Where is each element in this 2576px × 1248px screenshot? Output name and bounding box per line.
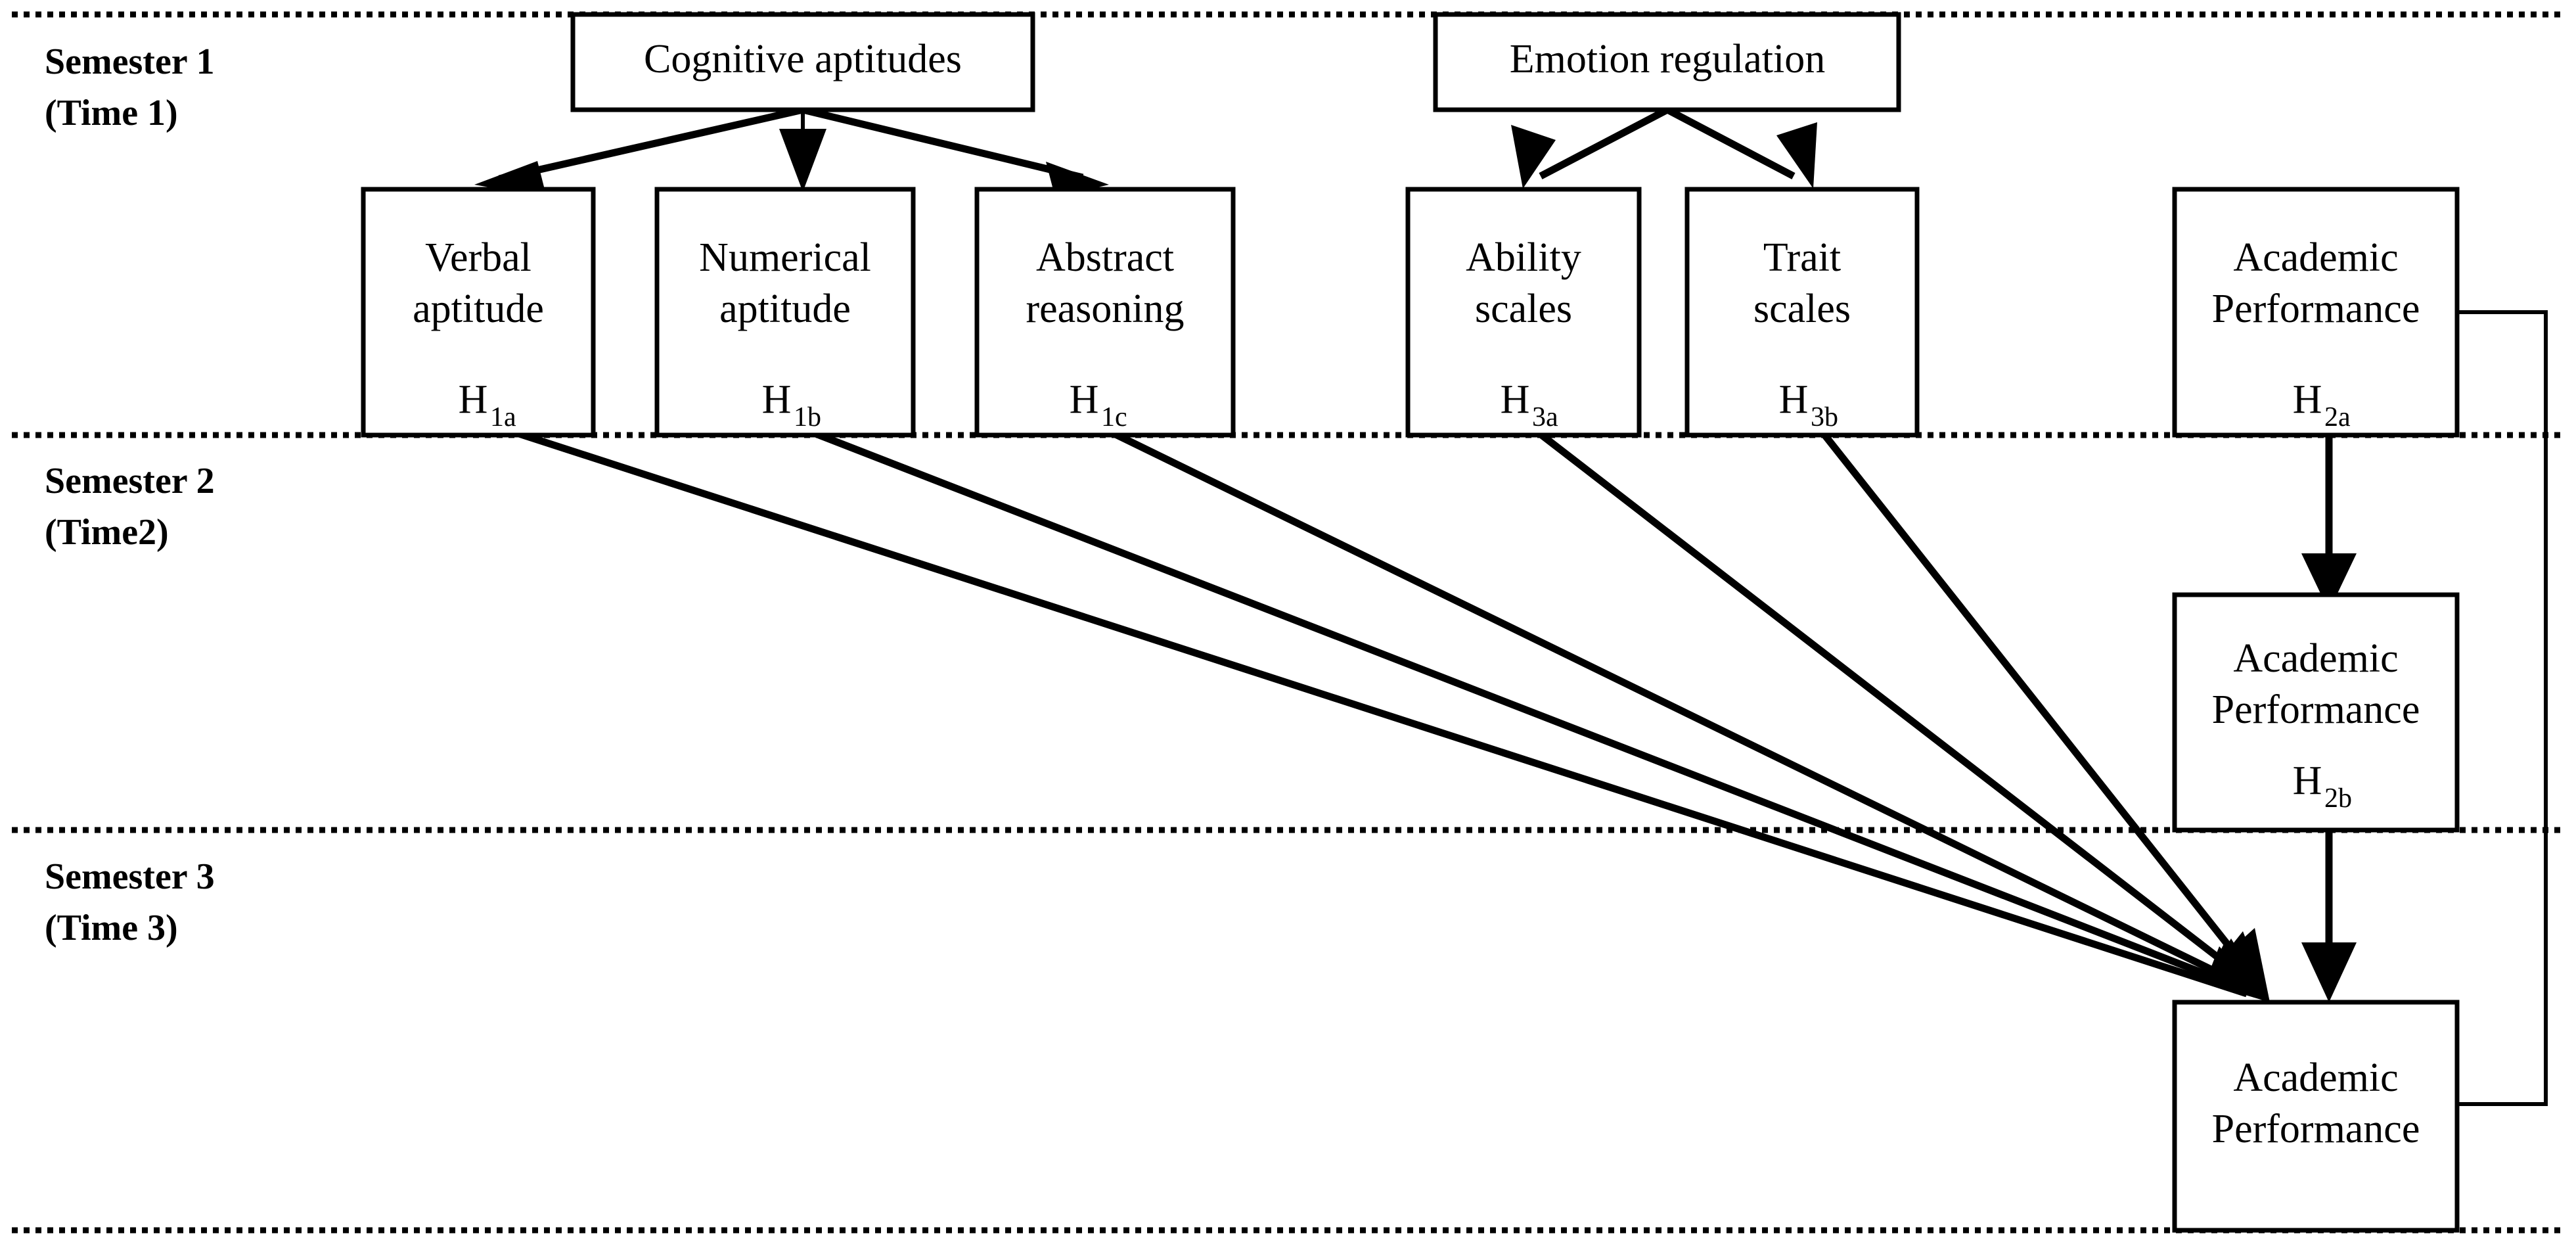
node-cognitive-aptitudes[interactable]: Cognitive aptitudes xyxy=(570,12,1035,112)
edge-cognitive-to-verbal xyxy=(474,106,804,197)
cognitive-aptitudes-label: Cognitive aptitudes xyxy=(644,37,962,81)
band-3-line2: (Time 3) xyxy=(45,908,178,948)
ap-t2-line1: Academic xyxy=(2233,636,2398,681)
edge-ap1-to-ap2 xyxy=(2301,421,2357,611)
edge-verbal-to-ap3 xyxy=(477,417,2270,1002)
band-2-line2: (Time2) xyxy=(45,512,169,553)
ap-t2-hyp-sub: 2b xyxy=(2324,783,2352,814)
edge-cognitive-to-abstract xyxy=(802,106,1109,197)
ability-scales-line2: scales xyxy=(1475,287,1572,331)
numerical-aptitude-line2: aptitude xyxy=(719,287,851,331)
edge-abstract-to-ap3 xyxy=(1085,417,2270,1002)
node-trait-scales[interactable]: Trait scales H 3b xyxy=(1684,187,1920,438)
ap-t3-line1: Academic xyxy=(2233,1055,2398,1100)
band-label-semester-3: Semester 3 (Time 3) xyxy=(45,856,215,948)
abstract-reasoning-hypothesis: H 1c xyxy=(1070,377,1127,432)
ap-t2-line2: Performance xyxy=(2212,687,2420,732)
node-numerical-aptitude[interactable]: Numerical aptitude H 1b xyxy=(654,187,916,438)
verbal-aptitude-hyp-sub: 1a xyxy=(490,402,516,432)
node-abstract-reasoning[interactable]: Abstract reasoning H 1c xyxy=(974,187,1236,438)
ap-t1-line1: Academic xyxy=(2233,235,2398,280)
node-academic-performance-t2[interactable]: Academic Performance H 2b xyxy=(2172,592,2460,833)
verbal-aptitude-hypothesis: H 1a xyxy=(459,377,516,432)
abstract-reasoning-hyp-sub: 1c xyxy=(1101,402,1127,432)
band-label-semester-1: Semester 1 (Time 1) xyxy=(45,41,215,133)
ability-scales-hyp-sub: 3a xyxy=(1532,402,1558,432)
numerical-aptitude-hypothesis: H 1b xyxy=(762,377,821,432)
trait-scales-line2: scales xyxy=(1753,287,1851,331)
trait-scales-hyp: H xyxy=(1779,377,1809,422)
numerical-aptitude-hyp-sub: 1b xyxy=(794,402,821,432)
abstract-reasoning-hyp: H xyxy=(1070,377,1099,422)
trait-scales-line1: Trait xyxy=(1763,235,1841,280)
ap-t1-hypothesis: H 2a xyxy=(2293,377,2351,432)
ability-scales-hyp: H xyxy=(1501,377,1530,422)
band-2-line1: Semester 2 xyxy=(45,461,215,501)
edge-cognitive-to-numerical xyxy=(779,110,826,192)
ap-t1-hyp: H xyxy=(2293,377,2322,422)
numerical-aptitude-line1: Numerical xyxy=(699,235,871,280)
edge-ability-to-ap3 xyxy=(1520,417,2270,1002)
band-1-line2: (Time 1) xyxy=(45,93,178,133)
band-label-semester-2: Semester 2 (Time2) xyxy=(45,461,215,553)
ability-scales-hypothesis: H 3a xyxy=(1501,377,1558,432)
edge-emotion-to-trait xyxy=(1665,106,1817,189)
ap-t2-hypothesis: H 2b xyxy=(2293,758,2352,814)
node-academic-performance-t3[interactable]: Academic Performance xyxy=(2172,1000,2460,1233)
node-emotion-regulation[interactable]: Emotion regulation xyxy=(1433,12,1901,112)
node-verbal-aptitude[interactable]: Verbal aptitude H 1a xyxy=(361,187,596,438)
band-3-line1: Semester 3 xyxy=(45,856,215,897)
node-academic-performance-t1[interactable]: Academic Performance H 2a xyxy=(2172,187,2460,438)
trait-scales-hypothesis: H 3b xyxy=(1779,377,1838,432)
verbal-aptitude-hyp: H xyxy=(459,377,488,422)
trait-scales-hyp-sub: 3b xyxy=(1811,402,1838,432)
edge-trait-to-ap3 xyxy=(1810,418,2270,1002)
ap-t3-line2: Performance xyxy=(2212,1107,2420,1151)
ap-t1-line2: Performance xyxy=(2212,287,2420,331)
verbal-aptitude-line1: Verbal xyxy=(425,235,531,280)
node-ability-scales[interactable]: Ability scales H 3a xyxy=(1405,187,1642,438)
verbal-aptitude-line2: aptitude xyxy=(413,287,544,331)
ability-scales-line1: Ability xyxy=(1466,235,1581,280)
ap-t1-hyp-sub: 2a xyxy=(2324,402,2351,432)
abstract-reasoning-line1: Abstract xyxy=(1036,235,1174,280)
emotion-regulation-label: Emotion regulation xyxy=(1510,37,1825,81)
edge-emotion-to-ability xyxy=(1511,106,1669,189)
edge-ap2-to-ap3 xyxy=(2301,815,2357,1002)
ap-t2-hyp: H xyxy=(2293,758,2322,803)
numerical-aptitude-hyp: H xyxy=(762,377,792,422)
band-1-line1: Semester 1 xyxy=(45,41,215,82)
abstract-reasoning-line2: reasoning xyxy=(1026,287,1184,331)
